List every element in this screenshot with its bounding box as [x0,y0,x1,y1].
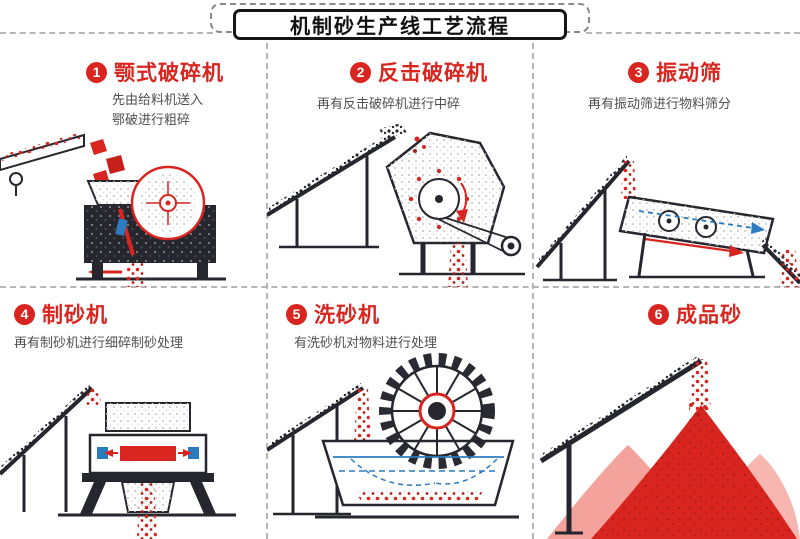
row-divider [0,286,800,288]
sand-maker-illustration [0,383,236,539]
step-6-number-badge: 6 [648,303,669,325]
step-4-title: 制砂机 [42,304,108,327]
top-border-left [0,32,213,34]
step-2-description: 再有反击破碎机进行中碎 [317,96,461,111]
step-4-number-badge: 4 [14,303,35,325]
legs-and-ground [76,263,226,281]
screen-deck [618,195,775,257]
step-3-heading: 3 振动筛 [628,57,722,87]
wash-tank [321,439,515,507]
step-2-title: 反击破碎机 [378,62,488,85]
legs-and-ground [629,232,765,279]
feed-drop-stream [354,389,371,443]
discharge-conveyor [539,355,703,535]
impact-crusher-illustration [267,123,525,287]
step-6-heading: 6 成品砂 [648,299,742,329]
vibrating-screen-illustration [535,155,800,287]
crushed-material-stream [448,243,468,287]
step-5-description: 有洗砂机对物料进行处理 [294,335,438,350]
jaw-crusher-illustration [0,132,226,287]
feed-conveyor [535,155,631,282]
step-3-number-badge: 3 [628,61,649,83]
page-title-text: 机制砂生产线工艺流程 [290,16,510,38]
sand-output-stream [137,482,157,539]
top-border-right [586,32,800,34]
step-6-title: 成品砂 [676,304,742,327]
step-1-number-badge: 1 [86,61,107,83]
step-2-number-badge: 2 [350,61,371,83]
step-2-heading: 2 反击破碎机 [350,57,488,87]
finished-sand-illustration [539,355,800,539]
sand-piles [547,405,800,539]
screened-material-stream [779,248,799,287]
step-4-heading: 4 制砂机 [14,299,108,329]
step-1-title: 颚式破碎机 [114,62,224,85]
feeder-chute [0,132,85,196]
sand-washer-illustration [267,353,519,519]
step-1-heading: 1 颚式破碎机 [86,57,224,87]
drive-belt-and-pulley [435,217,522,257]
feed-conveyor [267,131,397,249]
page-title: 机制砂生产线工艺流程 [233,9,567,40]
feed-conveyor [0,383,94,512]
step-3-title: 振动筛 [656,62,722,85]
step-5-title: 洗砂机 [314,304,380,327]
step-1-description: 先由给料机送入 鄂破进行粗碎 [112,92,204,128]
step-4-description: 再有制砂机进行细碎制砂处理 [14,335,184,350]
sand-falling-stream [689,359,711,417]
bucket-wheel [379,353,495,469]
step-3-description: 再有振动筛进行物料筛分 [588,96,732,111]
crushed-material-stream [125,263,146,287]
feed-drop-stream [86,387,101,405]
rotor [408,168,470,230]
feed-drop-stream [621,161,636,199]
machine-body [82,402,214,482]
flywheel [130,165,206,241]
step-5-number-badge: 5 [286,303,307,325]
feed-conveyor [267,383,365,516]
step-5-heading: 5 洗砂机 [286,299,380,329]
